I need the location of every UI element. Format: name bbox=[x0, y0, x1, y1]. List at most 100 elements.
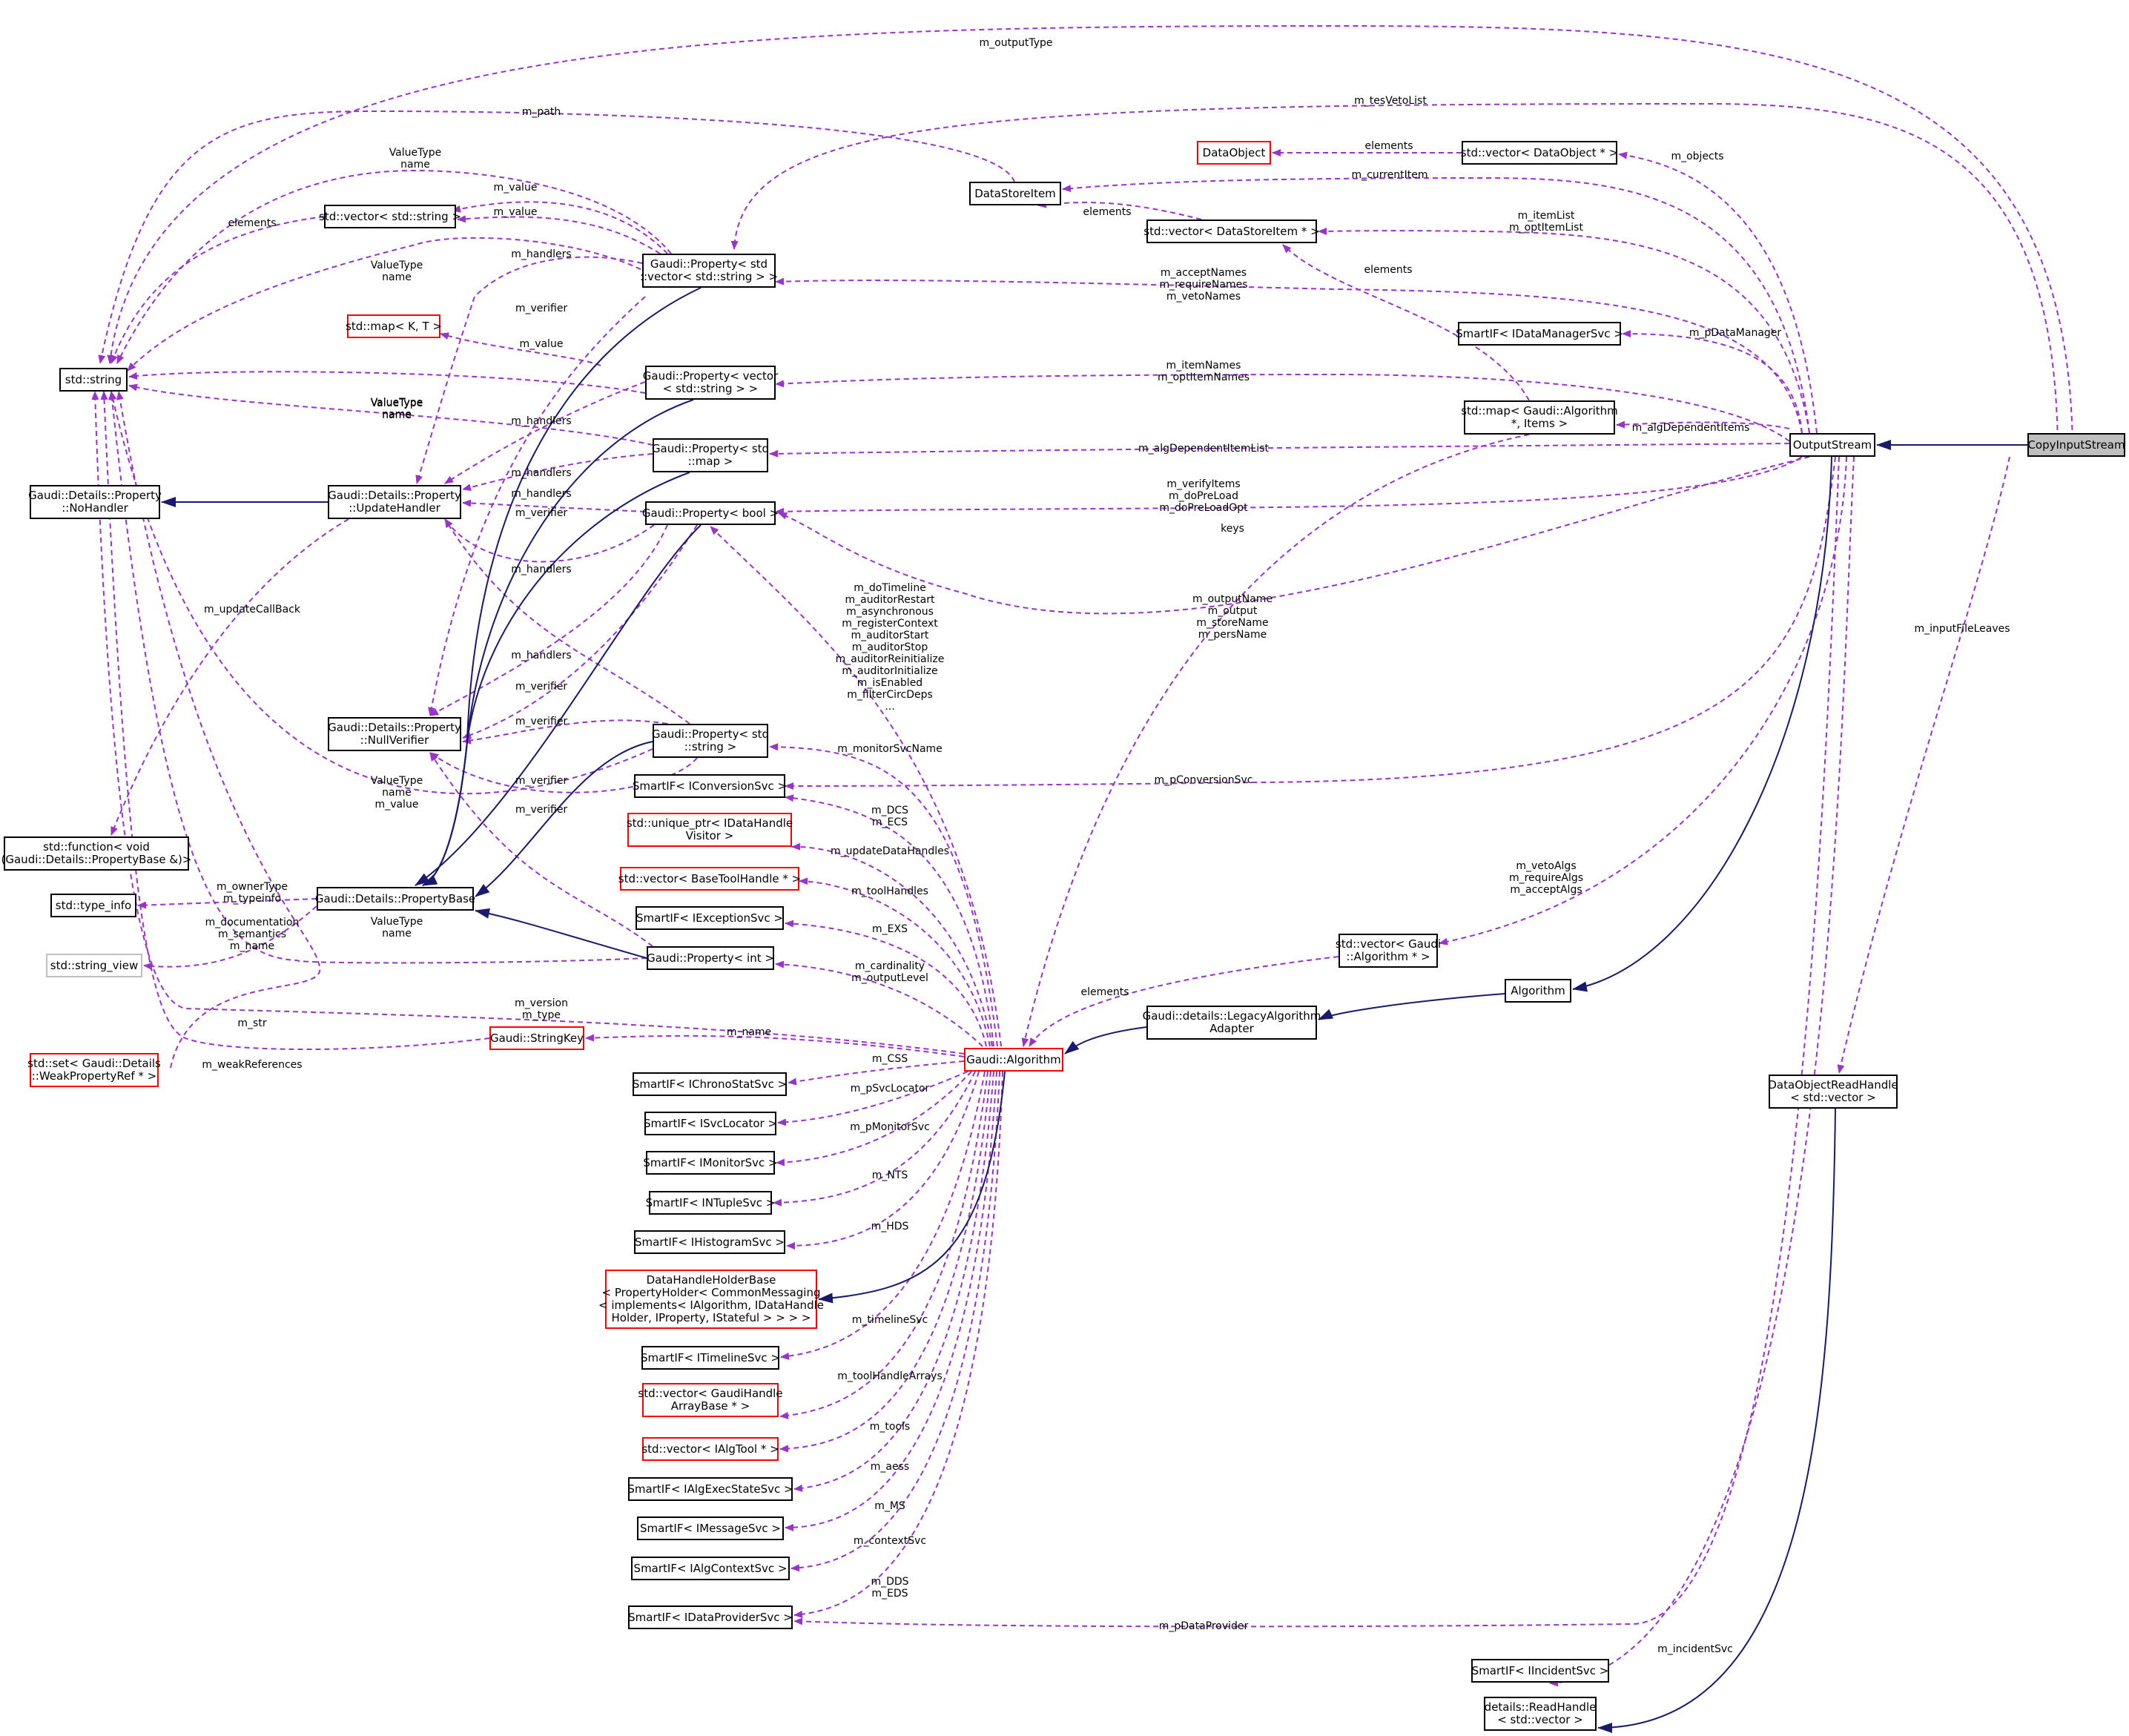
usage-edge-m-monitorsvcname bbox=[769, 743, 998, 1047]
edge-label-m-value-3: m_value bbox=[519, 338, 564, 350]
class-node-readhandle[interactable]: details::ReadHandle < std::vector > bbox=[1484, 1697, 1597, 1731]
usage-edge-m-toolhandles bbox=[799, 877, 991, 1047]
class-node-std-string[interactable]: std::string bbox=[59, 368, 128, 392]
class-node-nohandler[interactable]: Gaudi::Details::Property ::NoHandler bbox=[28, 485, 162, 519]
edge-label-m-algdependentitemlist: m_algDependentItemList bbox=[1138, 443, 1269, 455]
edge-label-m-verifier-3: m_verifier bbox=[515, 681, 568, 693]
inheritance-edge bbox=[475, 741, 653, 897]
class-node-updatehandler[interactable]: Gaudi::Details::Property ::UpdateHandler bbox=[328, 485, 461, 519]
class-node-uptr-visitor[interactable]: std::unique_ptr< IDataHandle Visitor > bbox=[627, 813, 793, 847]
class-node-si-timeline[interactable]: SmartIF< ITimelineSvc > bbox=[641, 1346, 780, 1370]
class-node-vec-algtool[interactable]: std::vector< IAlgTool * > bbox=[641, 1437, 779, 1461]
usage-edge-m-documentation bbox=[143, 905, 317, 970]
class-node-propertybase[interactable]: Gaudi::Details::PropertyBase bbox=[315, 887, 475, 911]
usage-edge-vt-name-5 bbox=[108, 391, 647, 964]
class-node-si-conversion[interactable]: SmartIF< IConversionSvc > bbox=[633, 774, 787, 798]
class-node-si-ntuple[interactable]: SmartIF< INTupleSvc > bbox=[646, 1191, 775, 1215]
edge-label-vt-name-1: ValueType name bbox=[389, 147, 442, 171]
class-node-stringkey[interactable]: Gaudi::StringKey bbox=[489, 1026, 584, 1050]
edge-label-m-handlers-6: m_handlers bbox=[511, 650, 572, 661]
inheritance-edge bbox=[1572, 456, 1832, 992]
class-node-prop-map[interactable]: Gaudi::Property< std ::map > bbox=[652, 438, 769, 472]
class-node-si-svclocator[interactable]: SmartIF< ISvcLocator > bbox=[644, 1112, 777, 1135]
class-node-si-message[interactable]: SmartIF< IMessageSvc > bbox=[637, 1516, 784, 1540]
edge-label-m-pdatamanager: m_pDataManager bbox=[1689, 327, 1782, 339]
class-node-si-algcontext[interactable]: SmartIF< IAlgContextSvc > bbox=[631, 1557, 790, 1580]
inheritance-edge bbox=[422, 472, 690, 886]
edge-label-elements-alg: elements bbox=[1080, 986, 1129, 998]
class-node-map-kt[interactable]: std::map< K, T > bbox=[346, 314, 442, 338]
class-node-prop-vec-string-ref[interactable]: Gaudi::Property< std ::vector< std::stri… bbox=[640, 254, 778, 288]
class-node-map-alg-items[interactable]: std::map< Gaudi::Algorithm *, Items > bbox=[1461, 400, 1618, 435]
class-node-dataobject[interactable]: DataObject bbox=[1197, 141, 1271, 165]
usage-edge-m-outputtype bbox=[107, 24, 2073, 458]
class-node-prop-int[interactable]: Gaudi::Property< int > bbox=[647, 946, 774, 970]
class-node-vec-dataobject[interactable]: std::vector< DataObject * > bbox=[1461, 141, 1618, 165]
class-node-vec-gaudihandlearray[interactable]: std::vector< GaudiHandle ArrayBase * > bbox=[638, 1383, 783, 1417]
class-node-algorithm[interactable]: Algorithm bbox=[1505, 979, 1571, 1003]
class-node-copyinputstream[interactable]: CopyInputStream bbox=[2027, 433, 2125, 457]
edge-label-elements-map: elements bbox=[1364, 264, 1413, 276]
class-node-weakrefset[interactable]: std::set< Gaudi::Details ::WeakPropertyR… bbox=[27, 1053, 161, 1087]
usage-edge-m-toolhandlearrays bbox=[779, 1071, 988, 1419]
class-node-vec-basetool[interactable]: std::vector< BaseToolHandle * > bbox=[618, 867, 801, 891]
class-node-prop-vec-string[interactable]: Gaudi::Property< vector < std::string > … bbox=[643, 366, 778, 400]
class-node-gaudi-algorithm[interactable]: Gaudi::Algorithm bbox=[964, 1048, 1063, 1072]
class-node-si-dataprovider[interactable]: SmartIF< IDataProviderSvc > bbox=[628, 1605, 793, 1629]
class-node-vector-string[interactable]: std::vector< std::string > bbox=[319, 205, 461, 228]
usage-edge-m-tools bbox=[779, 1071, 991, 1453]
edge-label-elements-dsi: elements bbox=[1083, 206, 1132, 218]
class-node-si-histogram[interactable]: SmartIF< IHistogramSvc > bbox=[634, 1230, 785, 1254]
edge-label-m-css: m_CSS bbox=[871, 1053, 908, 1065]
class-node-si-incident[interactable]: SmartIF< IIncidentSvc > bbox=[1471, 1659, 1609, 1683]
class-node-si-monitor[interactable]: SmartIF< IMonitorSvc > bbox=[643, 1151, 778, 1175]
usage-edge-m-weakreferences bbox=[116, 391, 321, 1069]
usage-edge-m-vetoalgs bbox=[1439, 456, 1847, 945]
class-node-datastoreitem[interactable]: DataStoreItem bbox=[969, 182, 1061, 205]
usage-edge-m-dds bbox=[793, 1071, 1003, 1618]
inheritance-edge bbox=[1318, 993, 1505, 1020]
usage-edge-vt-name-4 bbox=[128, 383, 653, 446]
class-node-dataobjectreadhandle[interactable]: DataObjectReadHandle < std::vector > bbox=[1768, 1075, 1898, 1109]
class-node-nullverifier[interactable]: Gaudi::Details::Property ::NullVerifier bbox=[328, 717, 461, 751]
edge-label-m-updatecallback: m_updateCallBack bbox=[203, 604, 301, 615]
usage-edge-m-ownertype bbox=[137, 898, 317, 909]
usage-edge-m-dcs bbox=[785, 794, 994, 1047]
usage-edge-m-outputname bbox=[778, 456, 1810, 615]
class-node-legacy-adapter[interactable]: Gaudi::details::LegacyAlgorithm Adapter bbox=[1143, 1006, 1321, 1040]
usage-edge-m-algdependentitems bbox=[1616, 420, 1790, 429]
class-node-vec-datastoreitem[interactable]: std::vector< DataStoreItem * > bbox=[1143, 220, 1320, 243]
edge-label-m-dotimeline: m_doTimeline m_auditorRestart m_asynchro… bbox=[835, 582, 945, 713]
usage-edge-m-cardinality bbox=[775, 960, 983, 1047]
class-node-si-exception[interactable]: SmartIF< IExceptionSvc > bbox=[636, 906, 784, 930]
class-node-type-info[interactable]: std::type_info bbox=[50, 894, 136, 917]
class-node-std-function[interactable]: std::function< void (Gaudi::Details::Pro… bbox=[1, 836, 191, 871]
class-node-vec-alg[interactable]: std::vector< Gaudi ::Algorithm * > bbox=[1336, 934, 1441, 968]
inheritance-edge bbox=[475, 908, 647, 959]
class-node-prop-string[interactable]: Gaudi::Property< std ::string > bbox=[652, 724, 769, 758]
class-node-si-algexecstate[interactable]: SmartIF< IAlgExecStateSvc > bbox=[627, 1477, 793, 1501]
edge-label-m-toolhandles: m_toolHandles bbox=[851, 885, 928, 897]
class-node-string-view[interactable]: std::string_view bbox=[46, 954, 142, 977]
class-node-si-chrono[interactable]: SmartIF< IChronoStatSvc > bbox=[633, 1072, 787, 1096]
class-node-prop-bool[interactable]: Gaudi::Property< bool > bbox=[642, 501, 779, 525]
usage-edge-m-handlers-1 bbox=[415, 256, 643, 484]
usage-edge-m-handlers-2 bbox=[444, 381, 646, 484]
edge-label-m-incidentsvc: m_incidentSvc bbox=[1657, 1643, 1733, 1655]
edge-label-m-aess: m_aess bbox=[870, 1461, 910, 1473]
usage-edge-m-dotimeline bbox=[710, 526, 1002, 1047]
edge-label-m-cardinality: m_cardinality m_outputLevel bbox=[851, 960, 928, 984]
usage-edge-m-verifier-1 bbox=[428, 296, 646, 716]
usage-edge-m-pdatamanager bbox=[1622, 330, 1803, 434]
usage-edge-m-handlers-5 bbox=[444, 518, 655, 563]
edge-label-m-algdependentitems: m_algDependentItems bbox=[1631, 422, 1750, 434]
edge-label-m-pdataprovider: m_pDataProvider bbox=[1158, 1620, 1249, 1632]
edge-label-m-updatedatahandles: m_updateDataHandles bbox=[830, 845, 950, 857]
class-node-datahandleholder[interactable]: DataHandleHolderBase < PropertyHolder< C… bbox=[598, 1270, 824, 1329]
class-node-outputstream[interactable]: OutputStream bbox=[1789, 433, 1875, 457]
edge-label-m-value-2: m_value bbox=[493, 206, 538, 218]
edge-label-m-accept: m_acceptNames m_requireNames m_vetoNames bbox=[1159, 267, 1248, 303]
inheritance-edge bbox=[415, 524, 702, 886]
class-node-si-datamanager[interactable]: SmartIF< IDataManagerSvc > bbox=[1456, 322, 1623, 346]
